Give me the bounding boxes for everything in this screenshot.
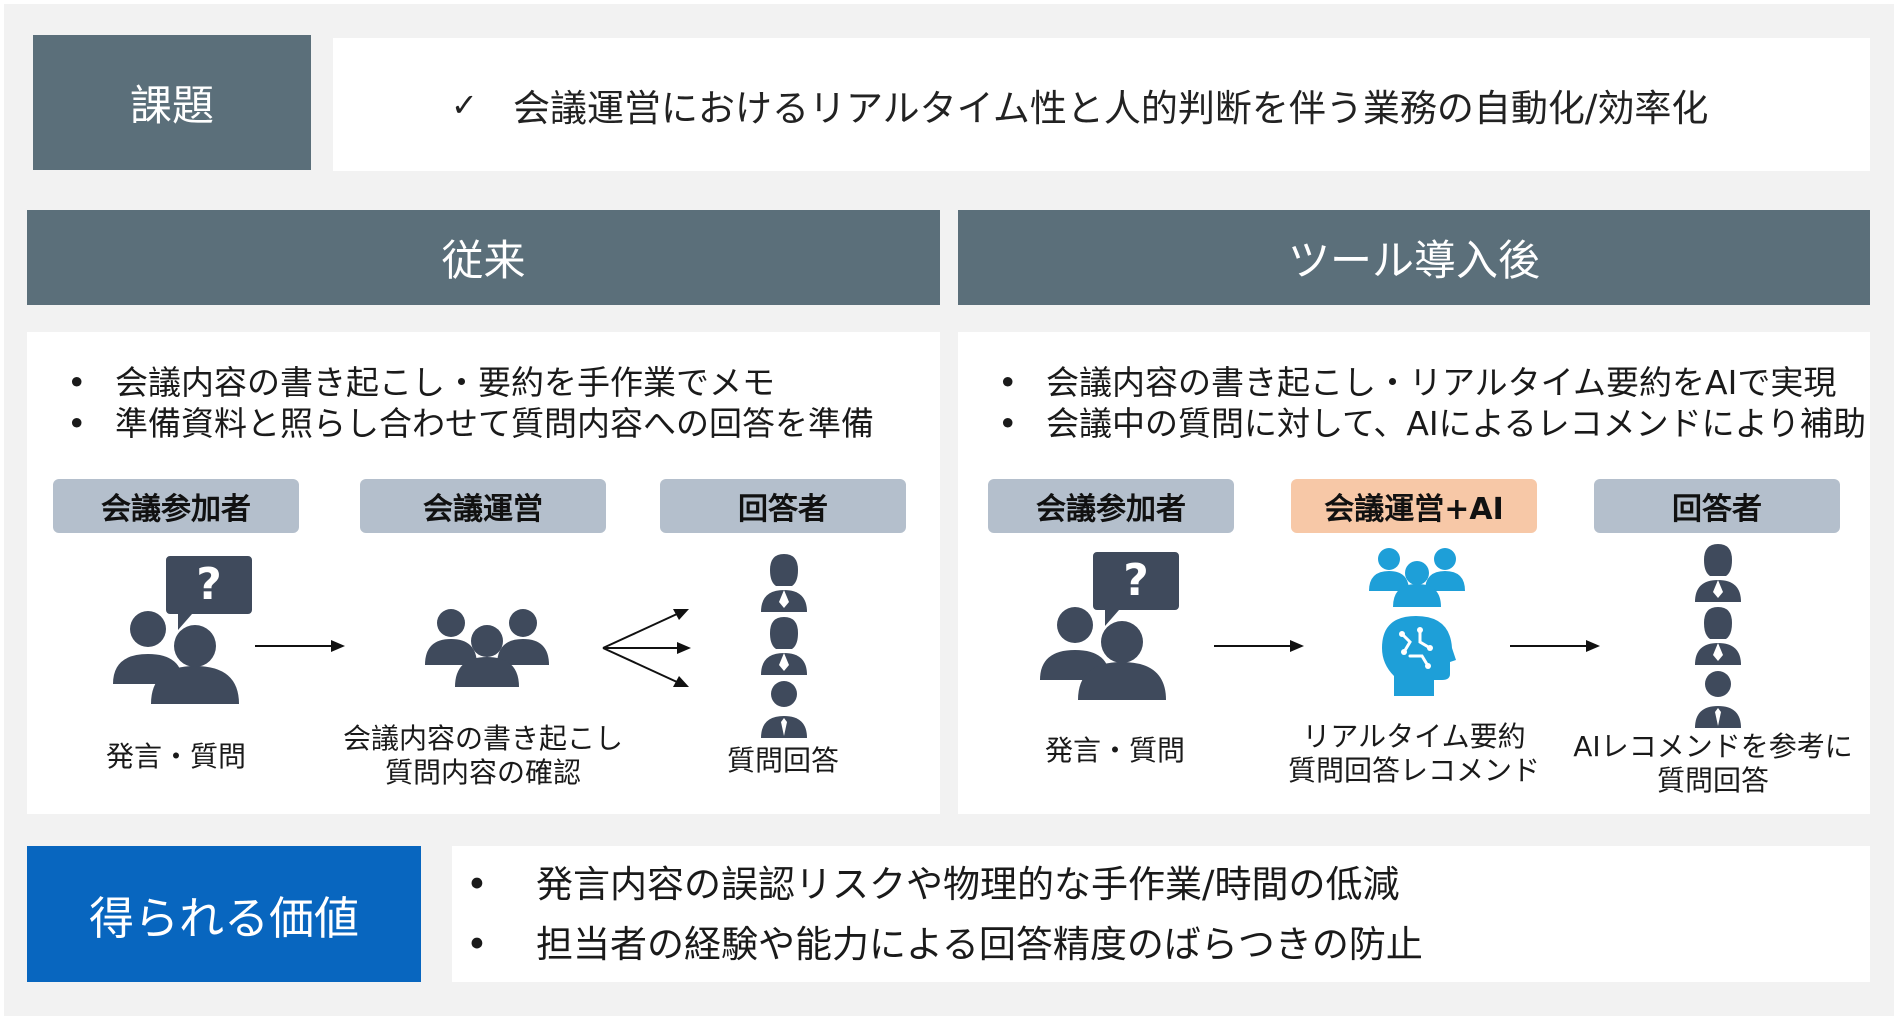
after-caption-participant: 発言・質問: [1044, 734, 1185, 767]
challenge-label: 課題: [129, 81, 214, 130]
question-mark: ?: [1123, 555, 1149, 606]
before-caption-responder: 質問回答: [726, 744, 839, 777]
challenge-label-box: 課題: [33, 35, 311, 170]
responder-man-icon: [761, 681, 807, 738]
responder-woman-icon: [1695, 607, 1741, 665]
responder-woman-icon: [761, 554, 807, 612]
after-caption-organizer-ai: リアルタイム要約 質問回答レコメンド: [1287, 720, 1540, 787]
bullet-dot: •: [466, 923, 488, 966]
before-caption-organizer: 会議内容の書き起こし 質問内容の確認: [342, 722, 623, 789]
challenge-text-box: ✓ 会議運営におけるリアルタイム性と人的判断を伴う業務の自動化/効率化: [333, 38, 1870, 171]
before-header-label: 従来: [441, 236, 526, 285]
before-panel: •会議内容の書き起こし・要約を手作業でメモ •準備資料と照らし合わせて質問内容へ…: [27, 332, 940, 814]
value-label: 得られる価値: [88, 891, 359, 945]
before-caption-participant: 発言・質問: [105, 740, 246, 773]
after-role-organizer-ai: 会議運営+AI: [1291, 479, 1537, 533]
bullet-dot: •: [998, 404, 1018, 443]
bullet-dot: •: [67, 363, 87, 402]
responder-woman-icon: [1695, 544, 1741, 602]
participant-question-icon: ?: [113, 556, 252, 704]
after-caption-responder: AIレコメンドを参考に 質問回答: [1573, 730, 1853, 797]
arrow-right-icon: [255, 640, 345, 652]
before-role-responder: 回答者: [660, 479, 906, 533]
arrow-right-icon: [1214, 640, 1304, 652]
check-mark-icon: ✓: [451, 85, 478, 124]
after-header: ツール導入後: [958, 210, 1870, 305]
before-bullet-2: •準備資料と照らし合わせて質問内容への回答を準備: [67, 404, 874, 443]
before-header: 従来: [27, 210, 940, 305]
participant-question-icon: ?: [1040, 552, 1179, 700]
bullet-dot: •: [466, 863, 488, 906]
question-mark: ?: [196, 559, 222, 610]
value-label-box: 得られる価値: [27, 846, 421, 982]
bullet-dot: •: [67, 404, 87, 443]
after-bullet-1: •会議内容の書き起こし・リアルタイム要約をAIで実現: [998, 363, 1837, 402]
fan-arrows-icon: [602, 609, 691, 687]
ai-brain-head-icon: [1382, 616, 1456, 696]
value-bullet-1: •発言内容の誤認リスクや物理的な手作業/時間の低減: [466, 860, 1399, 910]
ai-group-icon: [1369, 548, 1465, 607]
after-bullet-2: •会議中の質問に対して、AIによるレコメンドにより補助: [998, 404, 1867, 443]
arrow-right-icon: [1510, 640, 1600, 652]
after-header-label: ツール導入後: [1287, 236, 1540, 285]
after-role-responder: 回答者: [1594, 479, 1840, 533]
challenge-text: 会議運営におけるリアルタイム性と人的判断を伴う業務の自動化/効率化: [513, 86, 1709, 130]
before-bullet-1: •会議内容の書き起こし・要約を手作業でメモ: [67, 363, 775, 402]
responder-man-icon: [1695, 671, 1741, 728]
value-text-box: •発言内容の誤認リスクや物理的な手作業/時間の低減 •担当者の経験や能力による回…: [452, 846, 1870, 982]
before-role-participant: 会議参加者: [53, 479, 299, 533]
organizer-group-icon: [425, 609, 549, 687]
responder-woman-icon: [761, 617, 807, 675]
after-panel: •会議内容の書き起こし・リアルタイム要約をAIで実現 •会議中の質問に対して、A…: [958, 332, 1870, 814]
value-bullet-2: •担当者の経験や能力による回答精度のばらつきの防止: [466, 920, 1423, 970]
before-role-organizer: 会議運営: [360, 479, 606, 533]
after-role-participant: 会議参加者: [988, 479, 1234, 533]
bullet-dot: •: [998, 363, 1018, 402]
